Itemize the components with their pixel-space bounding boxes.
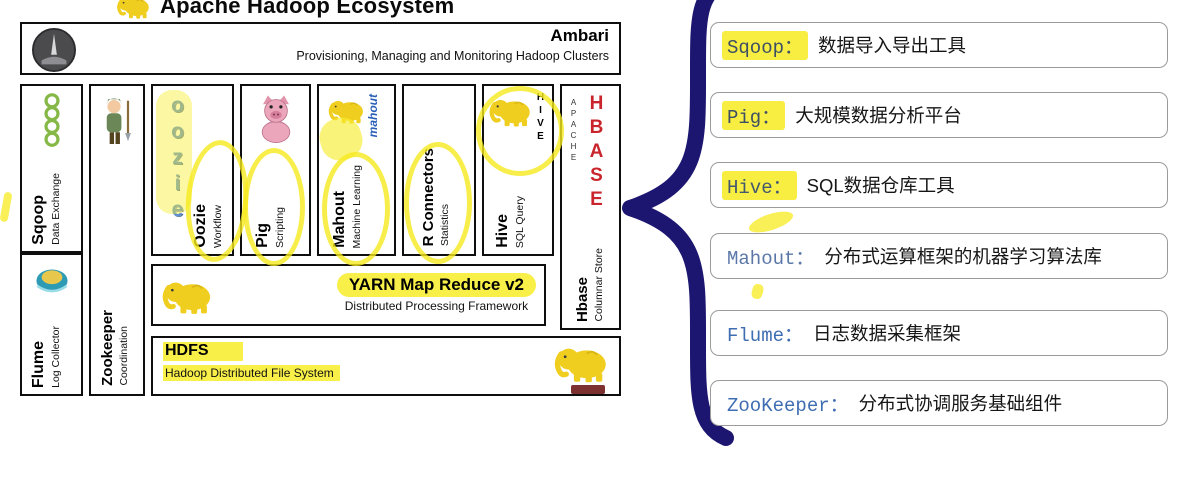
- legend-desc: 日志数据采集框架: [813, 323, 962, 344]
- highlight-left-edge-mark: [0, 191, 13, 223]
- legend-term: Pig：: [722, 100, 786, 130]
- legend-item-zookeeper: ZooKeeper： 分布式协调服务基础组件: [710, 380, 1168, 426]
- yarn-subtitle: Distributed Processing Framework: [344, 299, 529, 313]
- legend-term: ZooKeeper：: [727, 394, 849, 417]
- legend-item-mahout: Mahout： 分布式运算框架的机器学习算法库: [710, 233, 1168, 279]
- legend-item-hive: Hive： SQL数据仓库工具: [710, 162, 1168, 208]
- sqoop-cell: Sqoop Data Exchange: [20, 84, 83, 253]
- page-title: Apache Hadoop Ecosystem: [160, 0, 455, 18]
- legend-desc: 数据导入导出工具: [818, 35, 967, 56]
- yarn-title: YARN Map Reduce v2: [336, 273, 536, 297]
- flume-sublabel: Log Collector: [50, 326, 62, 388]
- mahout-logo-icon: mahout: [366, 94, 380, 138]
- oozie-label: Oozie: [192, 204, 209, 248]
- ambari-subtitle: Provisioning, Managing and Monitoring Ha…: [296, 49, 609, 63]
- pig-logo-icon: [261, 95, 290, 143]
- legend-term: Mahout：: [727, 247, 815, 270]
- ambari-title: Ambari: [550, 26, 609, 45]
- legend-term: Sqoop：: [722, 30, 809, 60]
- yarn-bar: YARN Map Reduce v2 Distributed Processin…: [151, 264, 546, 326]
- zookeeper-label: Zookeeper: [99, 310, 116, 386]
- legend-desc: 分布式协调服务基础组件: [858, 393, 1063, 414]
- zookeeper-sublabel: Coordination: [118, 326, 130, 386]
- legend-desc: SQL数据仓库工具: [806, 175, 955, 196]
- curly-brace: [622, 0, 734, 446]
- hive-cell: HIVE Hive SQL Query: [482, 84, 554, 256]
- zookeeper-logo-icon: [106, 98, 131, 144]
- mahout-elephant-icon: [327, 96, 367, 124]
- hdfs-bar: HDFS Hadoop Distributed File System: [151, 336, 621, 396]
- flume-label: Flume: [30, 340, 47, 388]
- legend-term: Flume：: [727, 324, 804, 347]
- ambari-logo-icon: [32, 28, 76, 72]
- pig-sublabel: Scripting: [274, 207, 286, 248]
- sqoop-sublabel: Data Exchange: [50, 173, 62, 245]
- zookeeper-cell: Zookeeper Coordination: [89, 84, 145, 396]
- hbase-cell: APACHE HBASE Hbase Columnar Store: [560, 84, 621, 330]
- highlight-legend-tick: [750, 282, 765, 301]
- rconnectors-cell: R Connectors Statistics: [402, 84, 476, 256]
- hdfs-subtitle: Hadoop Distributed File System: [163, 365, 340, 381]
- legend-item-pig: Pig： 大规模数据分析平台: [710, 92, 1168, 138]
- legend-desc: 大规模数据分析平台: [795, 105, 962, 126]
- sqoop-logo-icon: [43, 93, 60, 147]
- flume-cell: Flume Log Collector: [20, 253, 83, 396]
- legend-item-flume: Flume： 日志数据采集框架: [710, 310, 1168, 356]
- legend-desc: 分布式运算框架的机器学习算法库: [824, 246, 1102, 267]
- flume-logo-icon: [35, 269, 68, 293]
- oozie-cell: oozie Oozie Workflow: [151, 84, 234, 256]
- yarn-elephant-icon: [161, 275, 215, 315]
- oozie-sublabel: Workflow: [212, 205, 224, 248]
- mahout-sublabel: Machine Learning: [351, 164, 363, 248]
- legend-term: Hive：: [722, 170, 797, 200]
- mahout-label: Mahout: [331, 191, 348, 248]
- rconnectors-label: R Connectors: [420, 147, 437, 246]
- pig-cell: Pig Scripting: [240, 84, 311, 256]
- sqoop-label: Sqoop: [30, 195, 47, 245]
- legend-item-sqoop: Sqoop： 数据导入导出工具: [710, 22, 1168, 68]
- hbase-apache-label: APACHE: [569, 98, 578, 164]
- rconnectors-sublabel: Statistics: [439, 203, 451, 246]
- hive-sublabel: SQL Query: [514, 195, 526, 248]
- hive-logo-word: HIVE: [535, 92, 546, 144]
- hadoop-elephant-icon: [116, 0, 152, 19]
- pig-label: Pig: [254, 223, 271, 248]
- hive-label: Hive: [494, 214, 511, 248]
- mahout-cell: mahout Mahout Machine Learning: [317, 84, 396, 256]
- hbase-label: Hbase: [574, 276, 591, 322]
- hive-logo-icon: [488, 94, 534, 127]
- hdfs-title: HDFS: [163, 342, 243, 361]
- oozie-logo-icon: oozie: [166, 94, 189, 224]
- ambari-bar: Ambari Provisioning, Managing and Monito…: [20, 22, 621, 75]
- hbase-logo-icon: HBASE: [586, 93, 607, 213]
- diagram-title-row: Apache Hadoop Ecosystem: [116, 0, 454, 19]
- hadoop-badge: [571, 385, 605, 394]
